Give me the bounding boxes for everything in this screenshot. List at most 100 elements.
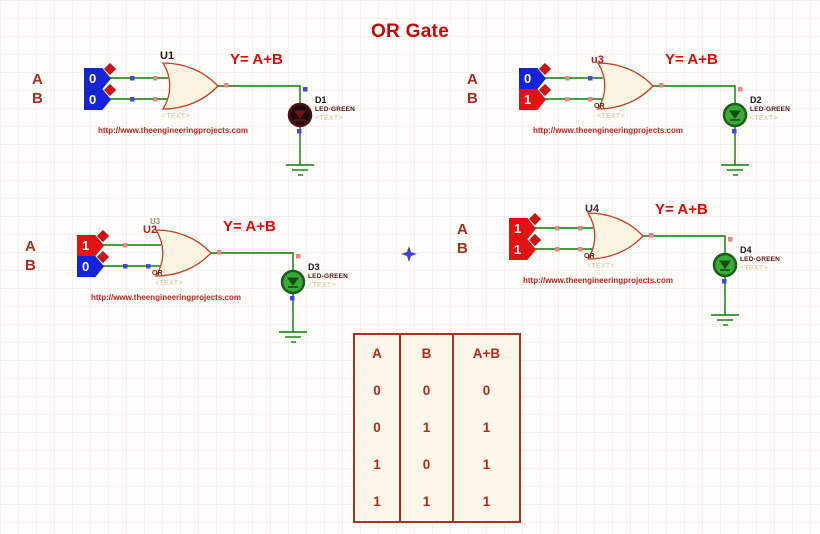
tt-column-b: B 0 1 0 1 (401, 335, 454, 521)
tt-column-a: A 0 0 1 1 (355, 335, 401, 521)
input-label-b: B (32, 90, 43, 107)
gate-reference: U2 (143, 224, 158, 236)
gate-reference: U4 (585, 203, 600, 215)
or-gate-symbol[interactable] (596, 62, 654, 110)
tt-cell: 0 (422, 457, 431, 472)
led-indicator[interactable] (712, 252, 738, 278)
tt-cell: 1 (373, 457, 381, 472)
gate-reference: u3 (591, 54, 604, 66)
tt-cell: 1 (373, 494, 381, 509)
tt-cell: 1 (482, 420, 491, 435)
tt-cell: 1 (422, 420, 431, 435)
gate-type-label: OR (584, 253, 595, 260)
logic-toggle-b[interactable]: 0 (77, 256, 104, 277)
led-reference: D1 (315, 95, 327, 105)
led-reference: D4 (740, 245, 752, 255)
input-label-a: A (467, 71, 478, 88)
led-part-name: LED-GREEN (308, 273, 349, 280)
junction-markers (565, 76, 743, 134)
led-text-placeholder: <TEXT> (750, 115, 778, 122)
tt-header-result: A+B (472, 346, 501, 361)
or-gate-symbol[interactable] (161, 62, 219, 110)
ground-symbol[interactable] (721, 164, 749, 176)
circuit-1-graphics (103, 62, 314, 176)
tt-cell: 0 (373, 420, 381, 435)
tt-cell: 1 (422, 494, 431, 509)
circuit-3-graphics (96, 229, 307, 343)
or-gate-symbol[interactable] (586, 212, 644, 260)
tt-cell: 0 (482, 383, 491, 398)
watermark-url: http://www.theengineeringprojects.com (91, 293, 241, 302)
logic-toggle-a[interactable]: 1 (77, 235, 104, 256)
origin-marker-icon (401, 246, 417, 262)
input-label-b: B (467, 90, 478, 107)
watermark-url: http://www.theengineeringprojects.com (98, 126, 248, 135)
tt-cell: 1 (482, 457, 491, 472)
logic-toggle-b[interactable]: 0 (84, 89, 111, 110)
ground-symbol[interactable] (286, 164, 314, 176)
junction-markers (123, 243, 301, 301)
tt-header-b: B (421, 346, 432, 361)
toggle-diamond-a[interactable] (528, 212, 542, 226)
gate-equation: Y= A+B (655, 201, 708, 218)
led-text-placeholder: <TEXT> (315, 115, 343, 122)
logic-toggle-b[interactable]: 1 (519, 89, 546, 110)
tt-cell: 0 (373, 383, 381, 398)
toggle-diamond-b[interactable] (103, 83, 117, 97)
junction-markers (130, 76, 308, 134)
led-reference: D3 (308, 262, 320, 272)
input-label-b: B (457, 240, 468, 257)
led-indicator[interactable] (287, 102, 313, 128)
input-label-a: A (25, 238, 36, 255)
toggle-diamond-b[interactable] (528, 233, 542, 247)
gate-reference-ghost: U3 (150, 217, 161, 226)
gate-type-label: OR (594, 103, 605, 110)
gate-text-placeholder: <TEXT> (162, 113, 190, 120)
or-circuit-3: A B 1 0 U3 U2 Y= A+B OR <TEXT> D3 LED-GR… (13, 212, 353, 362)
or-circuit-4: A B 1 1 U4 Y= A+B OR <TEXT> D4 LED-GREEN… (445, 195, 785, 345)
gate-text-placeholder: <TEXT> (587, 263, 615, 270)
toggle-diamond-a[interactable] (96, 229, 110, 243)
gate-text-placeholder: <TEXT> (155, 280, 183, 287)
led-reference: D2 (750, 95, 762, 105)
gate-reference: U1 (160, 50, 175, 62)
gate-equation: Y= A+B (230, 51, 283, 68)
toggle-diamond-b[interactable] (96, 250, 110, 264)
input-label-a: A (457, 221, 468, 238)
truth-table: A 0 0 1 1 B 0 1 0 1 A+B 0 1 1 1 (353, 333, 521, 523)
led-indicator[interactable] (722, 102, 748, 128)
circuit-4-graphics (528, 212, 739, 326)
gate-equation: Y= A+B (665, 51, 718, 68)
watermark-url: http://www.theengineeringprojects.com (533, 126, 683, 135)
logic-toggle-a[interactable]: 0 (84, 68, 111, 89)
tt-cell: 1 (482, 494, 491, 509)
toggle-diamond-b[interactable] (538, 83, 552, 97)
led-part-name: LED-GREEN (315, 106, 356, 113)
circuit-2-graphics (538, 62, 749, 176)
logic-toggle-a[interactable]: 1 (509, 218, 536, 239)
led-part-name: LED-GREEN (750, 106, 791, 113)
ground-symbol[interactable] (711, 314, 739, 326)
gate-type-label: OR (152, 270, 163, 277)
tt-column-result: A+B 0 1 1 1 (454, 335, 519, 521)
or-circuit-1: A B 0 0 U1 Y= A+B <TEXT> D1 LED-GREEN <T… (20, 45, 360, 195)
logic-toggle-b[interactable]: 1 (509, 239, 536, 260)
toggle-diamond-a[interactable] (103, 62, 117, 76)
logic-toggle-a[interactable]: 0 (519, 68, 546, 89)
or-gate-symbol[interactable] (154, 229, 212, 277)
led-text-placeholder: <TEXT> (308, 282, 336, 289)
or-circuit-2: A B 0 1 u3 Y= A+B OR <TEXT> D2 LED-GREEN… (455, 45, 795, 195)
led-part-name: LED-GREEN (740, 256, 781, 263)
tt-cell: 0 (422, 383, 431, 398)
watermark-url: http://www.theengineeringprojects.com (523, 276, 673, 285)
ground-symbol[interactable] (279, 331, 307, 343)
toggle-diamond-a[interactable] (538, 62, 552, 76)
tt-header-a: A (372, 346, 382, 361)
led-indicator[interactable] (280, 269, 306, 295)
junction-markers (555, 226, 733, 284)
led-text-placeholder: <TEXT> (740, 265, 768, 272)
input-label-a: A (32, 71, 43, 88)
page-title: OR Gate (370, 21, 450, 42)
gate-text-placeholder: <TEXT> (597, 113, 625, 120)
